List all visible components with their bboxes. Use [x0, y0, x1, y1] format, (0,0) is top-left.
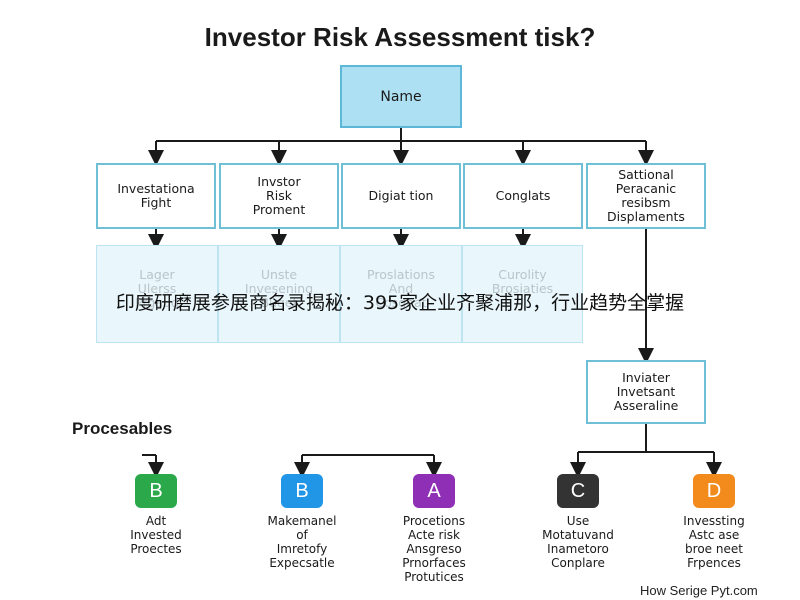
faded-node-4: Curolity Brosiaties	[462, 245, 583, 343]
badge-2-label: Makemanel of Imretofy Expecsatle	[267, 514, 337, 570]
badge-1: B	[135, 474, 177, 508]
faded-node-2: Unste Invesening Buget	[218, 245, 340, 343]
overlay-banner-text: 印度研磨展参展商名录揭秘：395家企业齐聚浦那，行业趋势全掌握	[115, 292, 685, 314]
badge-5-label: Invessting Astc ase broe neet Frpences	[683, 514, 745, 570]
root-node: Name	[340, 65, 462, 128]
badge-5: D	[693, 474, 735, 508]
badge-1-label: Adt Invested Proectes	[130, 514, 182, 556]
section-label: Procesables	[72, 419, 173, 438]
badge-2: B	[281, 474, 323, 508]
badge-4-label: Use Motatuvand Inametoro Conplare	[542, 514, 614, 570]
level1-node-5: Sattional Peracanic resibsm Displaments	[586, 163, 706, 229]
faded-node-3: Proslations And Cosgnat	[340, 245, 462, 343]
investor-assessment-node: Inviater Invetsant Asseraline	[586, 360, 706, 424]
level1-node-1: Investationa Fight	[96, 163, 216, 229]
badge-3-label: Procetions Acte risk Ansgreso Prnorfaces…	[402, 514, 466, 584]
faded-node-1: Lager Ulerss Prgaud	[96, 245, 218, 343]
diagram-title: Investor Risk Assessment tisk?	[204, 22, 596, 52]
badge-3: A	[413, 474, 455, 508]
footer-watermark: How Serige Pyt.com	[640, 583, 758, 598]
level1-node-3: Digiat tion	[341, 163, 461, 229]
badge-4: C	[557, 474, 599, 508]
level1-node-4: Conglats	[463, 163, 583, 229]
level1-node-2: Invstor Risk Proment	[219, 163, 339, 229]
